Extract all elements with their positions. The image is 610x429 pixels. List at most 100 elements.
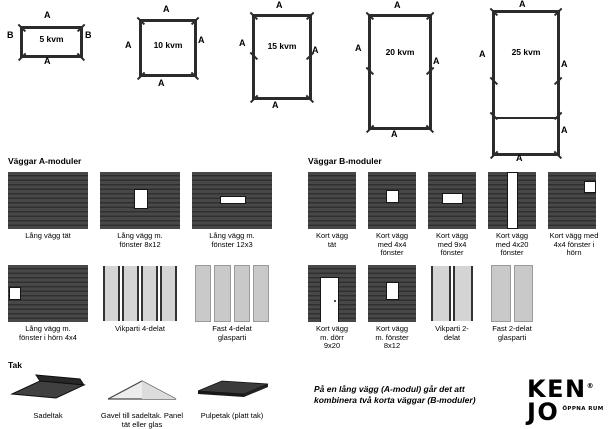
logo-line-2: JO ÖPPNA RUM xyxy=(527,399,604,424)
size-box-25kvm: 25 kvm xyxy=(489,7,563,159)
module-caption: Fast 4-delat glasparti xyxy=(212,324,252,342)
module-card-short-window-4x4: Kort vägg med 4x4 fönster xyxy=(368,172,416,258)
folding-panel xyxy=(160,266,177,321)
glass-panel xyxy=(214,265,231,322)
registered-mark: ® xyxy=(586,382,594,390)
folding-panel xyxy=(103,266,120,321)
roof-caption: Sadeltak xyxy=(33,411,63,420)
wall-thumbnail xyxy=(8,265,88,322)
roof-card-gable: Sadeltak xyxy=(8,372,88,421)
window-shape xyxy=(442,193,463,204)
module-caption: Kort vägg tät xyxy=(315,231,349,249)
side-letter-right-lower: A xyxy=(561,125,568,135)
window-shape xyxy=(9,287,21,300)
joint-tick xyxy=(76,52,86,61)
b-modules-section-title: Väggar B-moduler xyxy=(308,156,382,166)
wall-thumbnail xyxy=(308,265,356,322)
a-modules-section-title: Väggar A-moduler xyxy=(8,156,82,166)
glass-partition-thumbnail xyxy=(488,265,536,322)
joint-tick xyxy=(365,11,375,20)
size-box-10kvm: 10 kvm xyxy=(136,16,200,80)
window-shape xyxy=(386,282,399,300)
joint-tick xyxy=(425,11,435,20)
module-caption: Lång vägg m. fönster i hörn 4x4 xyxy=(19,324,77,342)
folding-panel xyxy=(431,266,451,321)
side-letter-bottom: A xyxy=(158,78,165,88)
glass-panel xyxy=(195,265,212,322)
wall-thumbnail xyxy=(488,172,536,229)
roof-caption: Gavel till sadeltak. Panel tät eller gla… xyxy=(100,411,184,429)
side-letter-right: A xyxy=(198,35,205,45)
joint-tick xyxy=(305,11,315,20)
side-letter-bottom: A xyxy=(516,153,523,163)
size-box-5kvm: 5 kvm xyxy=(17,23,86,61)
window-shape xyxy=(584,181,596,193)
roof-caption: Pulpetak (platt tak) xyxy=(200,411,264,420)
wall-thumbnail xyxy=(100,172,180,229)
size-label: 5 kvm xyxy=(39,34,64,44)
module-card-long-window-corner: Lång vägg m. fönster i hörn 4x4 xyxy=(8,265,88,342)
glass-panel xyxy=(513,265,533,322)
module-caption: Vikparti 2-delat xyxy=(435,324,469,342)
joint-tick xyxy=(249,94,259,103)
module-caption: Kort vägg m. dörr 9x20 xyxy=(315,324,349,350)
window-shape xyxy=(134,189,148,209)
joint-tick xyxy=(136,71,146,80)
side-letter-left: B xyxy=(7,30,14,40)
size-label: 10 kvm xyxy=(153,40,183,50)
kenjo-logo: KEN® JO ÖPPNA RUM xyxy=(527,377,604,424)
joint-tick xyxy=(365,124,375,133)
size-box-15kvm: 15 kvm xyxy=(249,11,315,103)
wall-thumbnail xyxy=(428,172,476,229)
module-divider-line xyxy=(495,117,557,119)
side-letter-left: A xyxy=(125,40,132,50)
roof-card-flat: Pulpetak (platt tak) xyxy=(192,372,272,421)
folding-panel xyxy=(122,266,139,321)
side-letter-right: A xyxy=(312,45,319,55)
folding-panel xyxy=(453,266,473,321)
module-card-short-window-9x4: Kort vägg med 9x4 fönster xyxy=(428,172,476,258)
joint-tick xyxy=(489,150,499,159)
module-caption: Vikparti 4-delat xyxy=(115,324,165,333)
window-shape xyxy=(507,172,518,229)
module-card-folding-4: Vikparti 4-delat xyxy=(100,265,180,334)
side-letter-right: B xyxy=(85,30,92,40)
module-card-short-window-8x12: Kort vägg m. fönster 8x12 xyxy=(368,265,416,351)
wall-thumbnail xyxy=(548,172,596,229)
side-letter-bottom: A xyxy=(272,100,279,110)
module-caption: Kort vägg m. fönster 8x12 xyxy=(375,324,409,350)
module-card-glass-4: Fast 4-delat glasparti xyxy=(192,265,272,342)
gable-roof-icon xyxy=(10,374,86,399)
logo-tagline: ÖPPNA RUM xyxy=(562,406,604,412)
module-card-long-window-8x12: Lång vägg m. fönster 8x12 xyxy=(100,172,180,249)
wall-thumbnail xyxy=(308,172,356,229)
module-caption: Kort vägg med 4x4 fönster xyxy=(375,231,409,257)
joint-tick xyxy=(17,52,27,61)
wall-thumbnail xyxy=(8,172,88,229)
module-card-short-door: Kort vägg m. dörr 9x20 xyxy=(308,265,356,351)
size-box-20kvm: 20 kvm xyxy=(365,11,435,133)
joint-tick xyxy=(489,76,499,86)
joint-tick xyxy=(136,16,146,25)
glass-partition-thumbnail xyxy=(192,265,272,322)
folding-panel xyxy=(141,266,158,321)
side-letter-right: A xyxy=(561,59,568,69)
module-caption: Lång vägg m. fönster 8x12 xyxy=(117,231,163,249)
joint-tick xyxy=(305,94,315,103)
folding-partition-thumbnail xyxy=(428,265,476,322)
window-shape xyxy=(386,190,399,203)
side-letter-top: A xyxy=(394,0,401,10)
module-card-glass-2: Fast 2-delat glasparti xyxy=(488,265,536,342)
wall-thumbnail xyxy=(368,172,416,229)
glass-panel xyxy=(233,265,250,322)
logo-line-1: KEN® xyxy=(527,377,604,401)
wall-thumbnail xyxy=(192,172,272,229)
side-letter-top: A xyxy=(163,4,170,14)
joint-tick xyxy=(76,23,86,32)
joint-tick xyxy=(17,23,27,32)
wall-thumbnail xyxy=(368,265,416,322)
joint-tick xyxy=(190,71,200,80)
door-shape xyxy=(320,277,339,322)
module-caption: Lång vägg m. fönster 12x3 xyxy=(209,231,255,249)
joint-tick xyxy=(553,7,563,16)
